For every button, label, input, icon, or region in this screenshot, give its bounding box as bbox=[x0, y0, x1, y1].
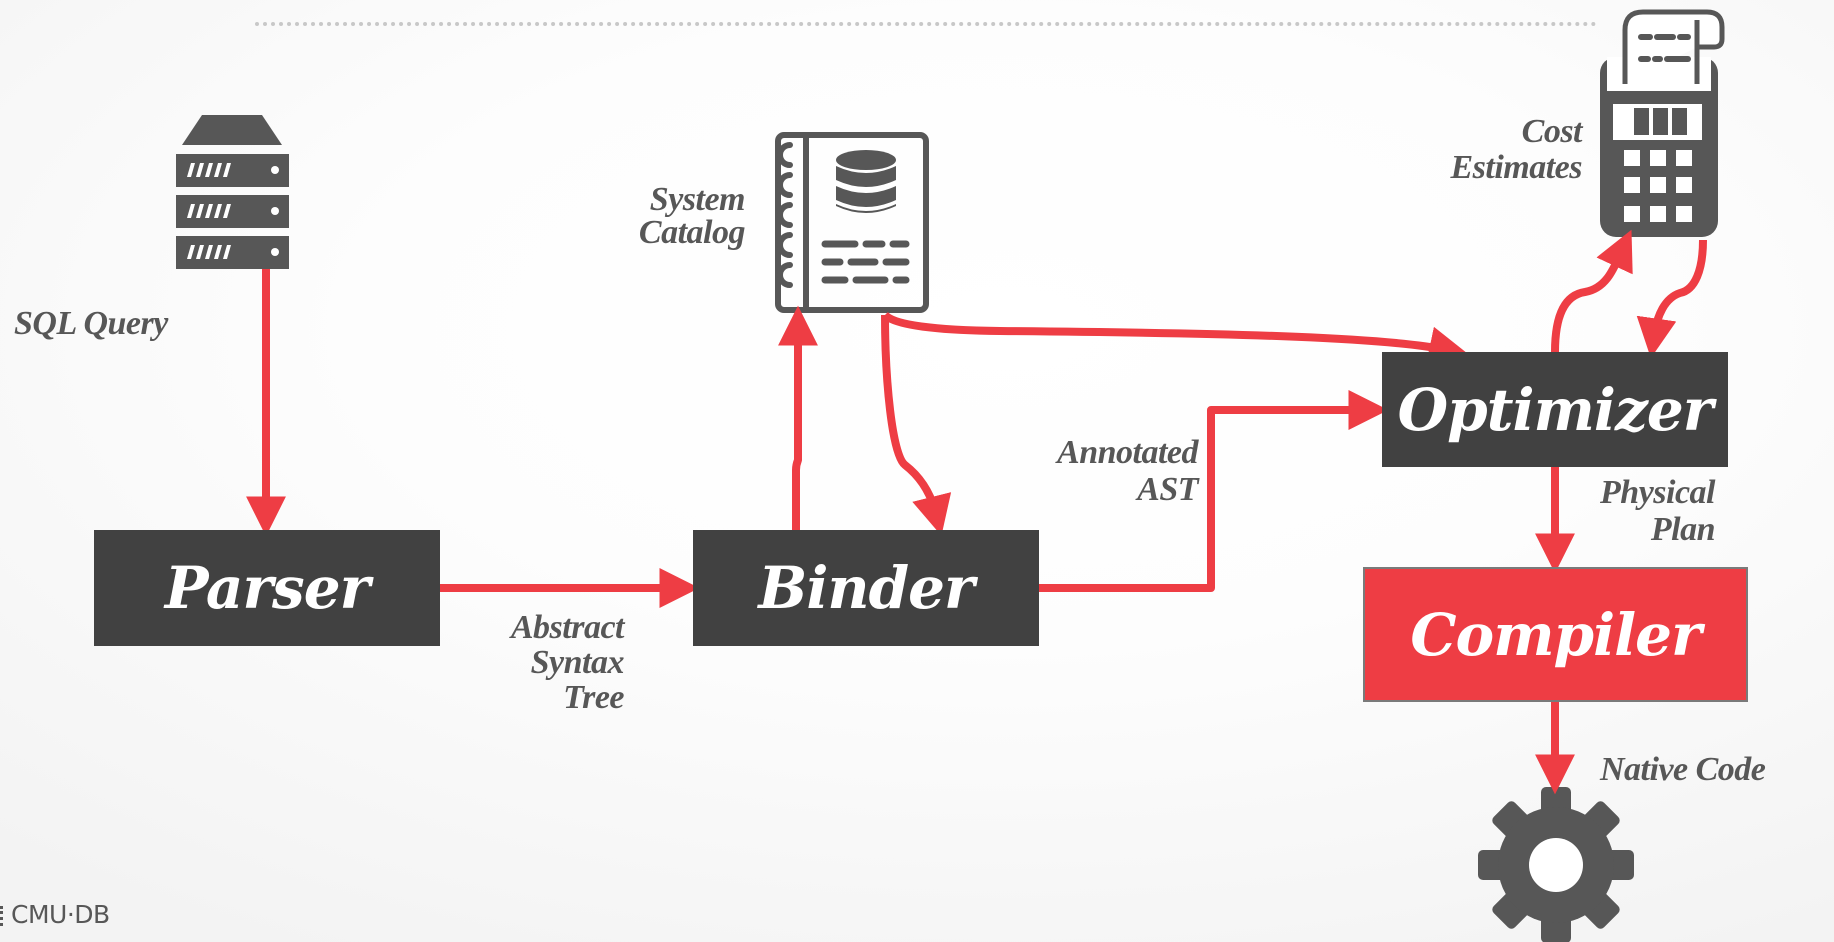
annotated-ast-label: Annotated AST bbox=[1057, 434, 1198, 508]
calculator-keys bbox=[1624, 150, 1692, 222]
native-code-label: Native Code bbox=[1600, 751, 1766, 788]
arrow-binder-to-optimizer bbox=[1039, 390, 1389, 592]
optimizer-box: Optimizer bbox=[1382, 352, 1728, 467]
arrow-catalog-to-optimizer bbox=[882, 311, 1469, 366]
database-icon bbox=[836, 150, 896, 213]
arrow-cost-to-optimizer bbox=[1636, 239, 1707, 359]
ast-label: Abstract Syntax Tree bbox=[510, 609, 625, 716]
optimizer-label: Optimizer bbox=[1397, 375, 1714, 444]
logo-mark-icon bbox=[0, 906, 9, 926]
arrow-optimizer-to-cost bbox=[1551, 229, 1633, 353]
binder-box: Binder bbox=[693, 530, 1039, 646]
notebook-database-icon bbox=[775, 132, 929, 313]
cost-estimates-label: Cost Estimates bbox=[1450, 113, 1582, 186]
binder-label: Binder bbox=[758, 554, 974, 622]
system-catalog-label: System Catalog bbox=[638, 181, 746, 251]
parser-box: Parser bbox=[94, 530, 440, 646]
server-slots bbox=[187, 163, 231, 259]
title-divider bbox=[255, 22, 1597, 26]
compiler-label: Compiler bbox=[1410, 600, 1701, 669]
arrow-catalog-to-binder bbox=[881, 314, 952, 536]
arrow-binder-to-catalog bbox=[778, 305, 818, 530]
physical-plan-label: Physical Plan bbox=[1600, 474, 1715, 548]
parser-label: Parser bbox=[164, 554, 370, 622]
notebook-spiral bbox=[777, 142, 793, 288]
sql-query-label: SQL Query bbox=[14, 305, 168, 342]
cmu-db-logo: CMU·DB bbox=[0, 900, 110, 929]
gear-icon bbox=[1478, 787, 1634, 942]
calculator-icon bbox=[1600, 9, 1725, 237]
server-icon bbox=[176, 115, 289, 269]
compiler-box: Compiler bbox=[1363, 567, 1748, 702]
